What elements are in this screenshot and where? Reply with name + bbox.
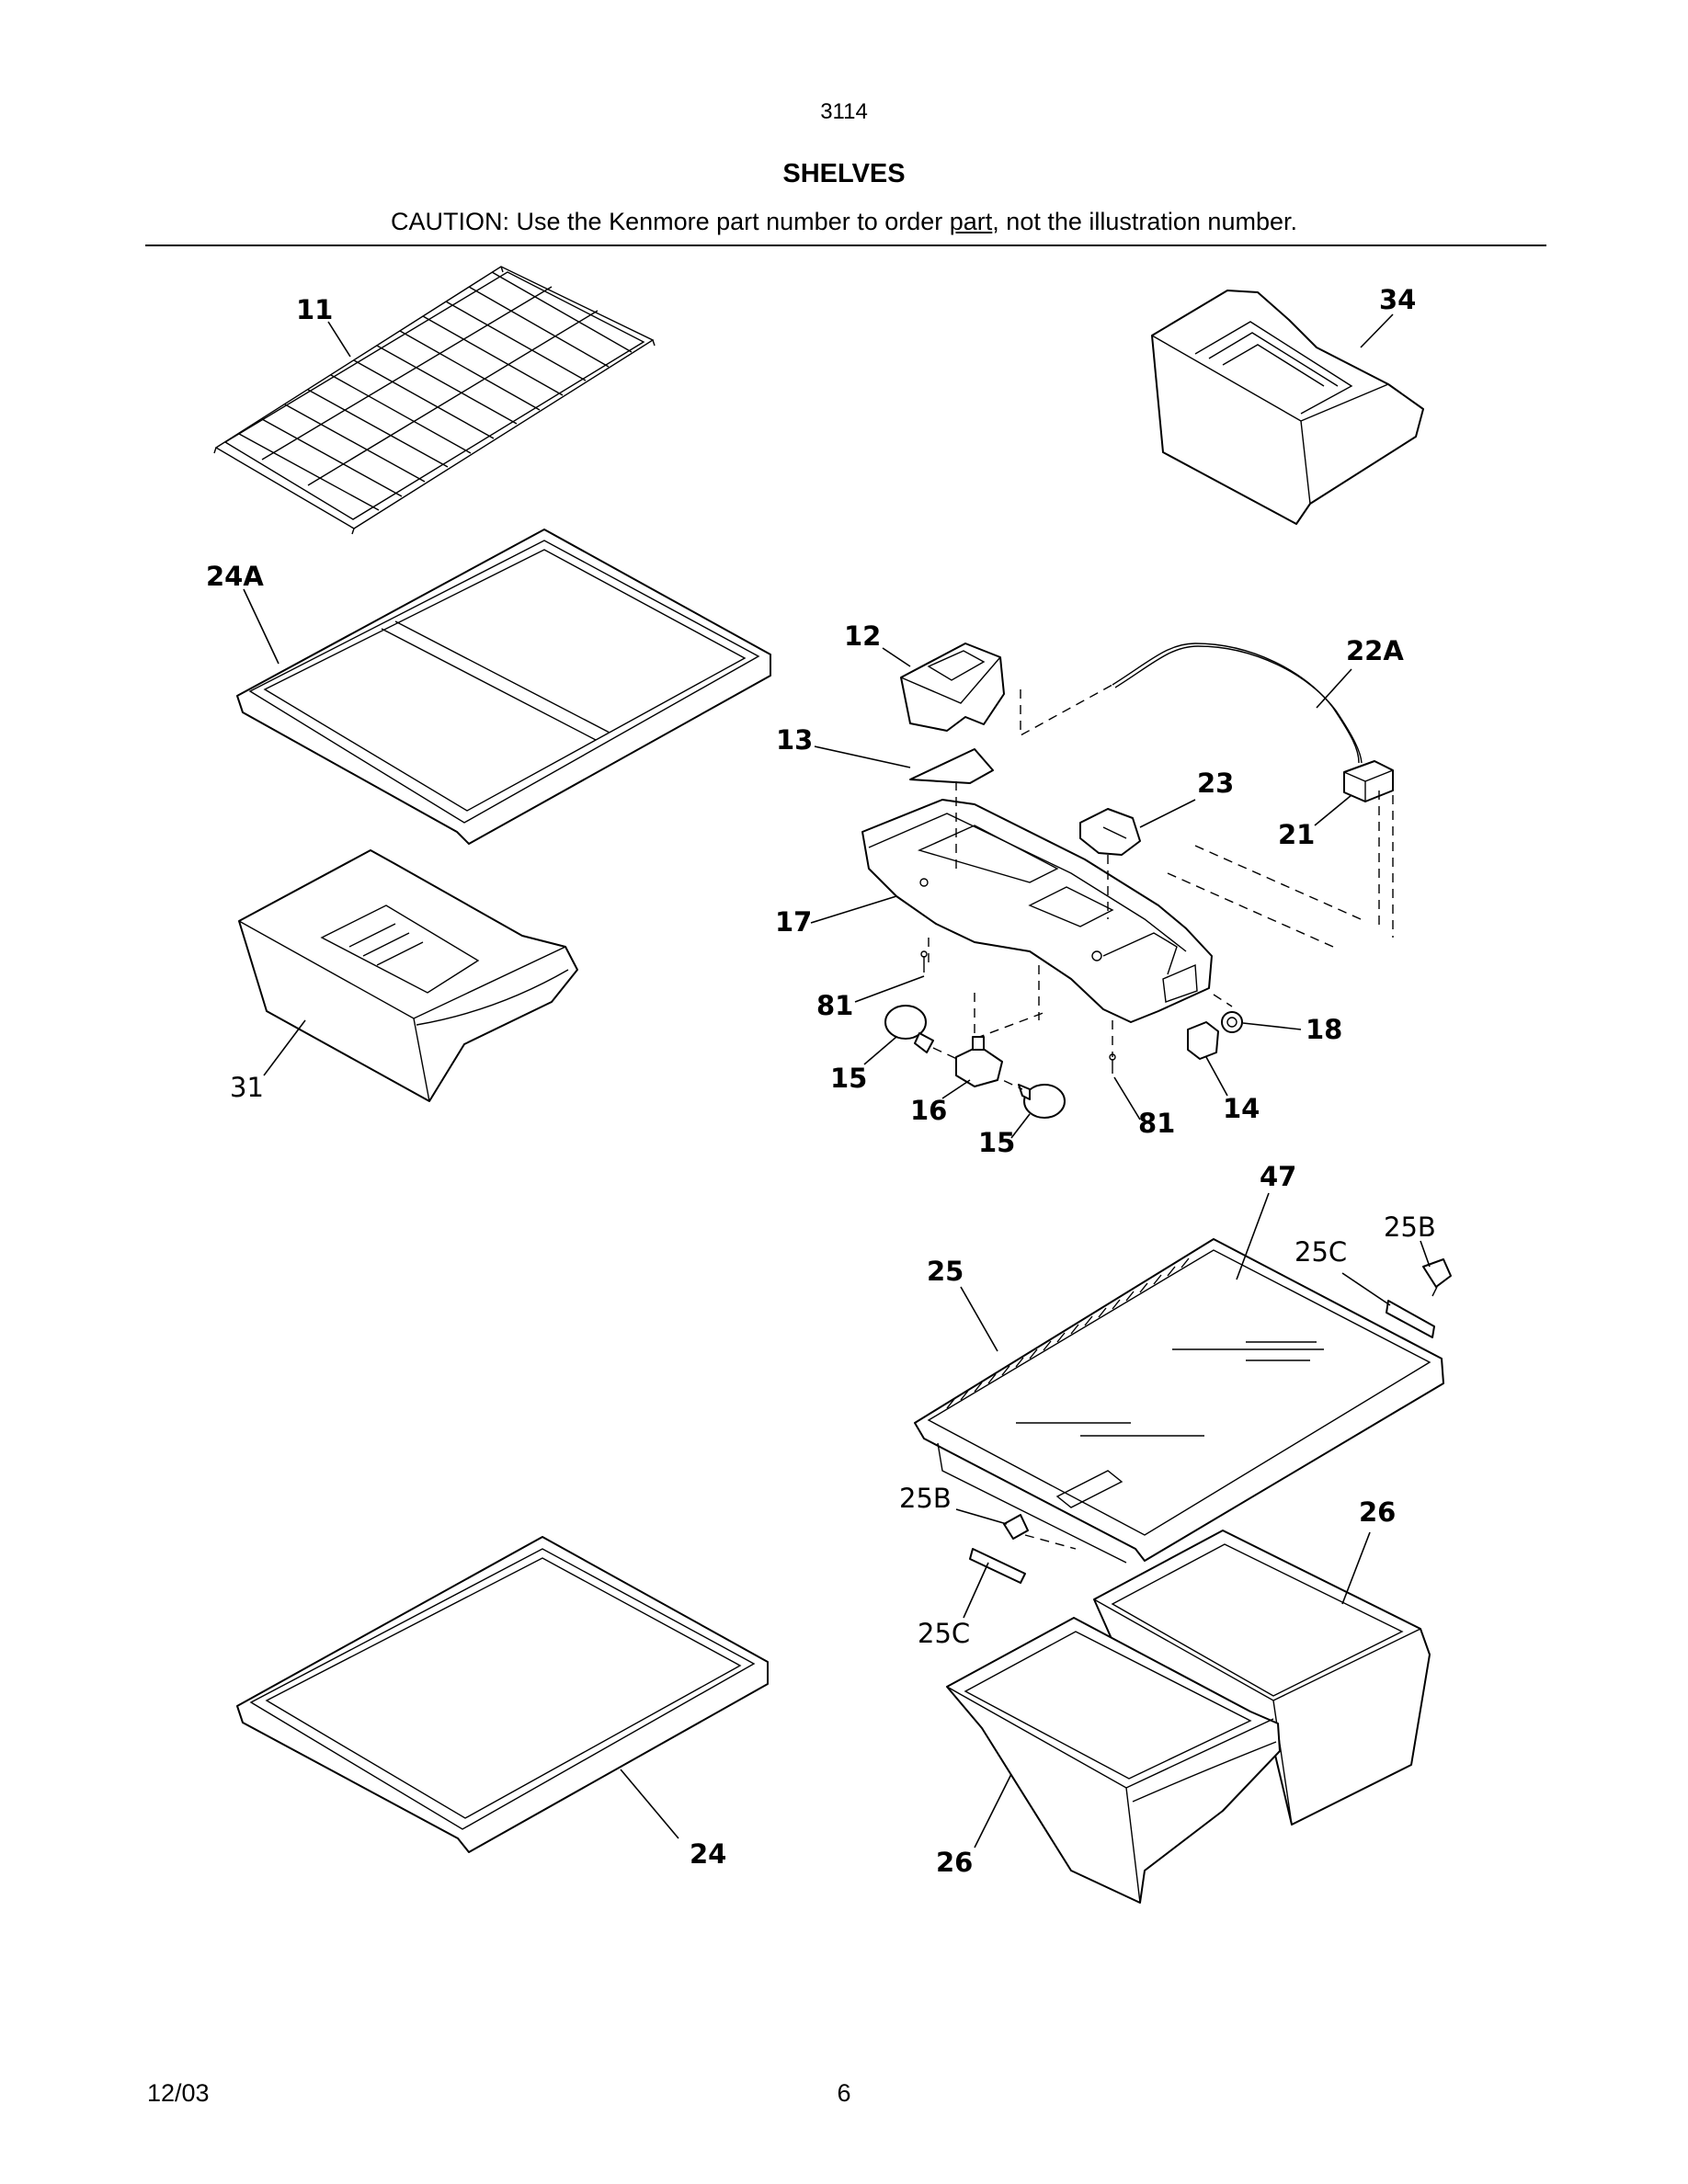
caution-text-end: , not the illustration number. <box>992 208 1297 235</box>
leader-31 <box>263 1019 306 1076</box>
leader-23 <box>1139 799 1196 828</box>
callout-26-top: 26 <box>1359 1496 1396 1528</box>
part-22A-wire-harness <box>1112 643 1363 764</box>
part-31-drawer <box>238 849 578 1102</box>
part-47-glass-insert <box>1016 1341 1324 1437</box>
callout-81-upper: 81 <box>816 990 853 1021</box>
callout-24: 24 <box>690 1838 726 1870</box>
bracket-guide-line <box>1024 1534 1077 1550</box>
callout-11: 11 <box>296 294 333 325</box>
part-14-switch <box>1187 1021 1219 1060</box>
caution-note: CAUTION: Use the Kenmore part number to … <box>0 208 1688 236</box>
assembly-guide-lines <box>928 684 1394 1057</box>
part-25-crisper-cover-frame <box>914 1238 1444 1564</box>
callout-12: 12 <box>844 620 881 652</box>
leader-25 <box>960 1286 998 1352</box>
leader-15-lower <box>1010 1113 1031 1139</box>
part-15-bulb-lower <box>1018 1084 1066 1119</box>
leader-21 <box>1314 794 1352 826</box>
callout-13: 13 <box>776 724 813 756</box>
diagram-number: 3114 <box>820 99 868 124</box>
leader-25B-top <box>1420 1240 1431 1268</box>
part-16-socket <box>955 1036 1003 1087</box>
revision-date: 12/03 <box>147 2079 210 2107</box>
part-17-light-housing <box>861 799 1213 1023</box>
leader-26-top <box>1341 1531 1371 1605</box>
leader-26-bottom <box>974 1773 1012 1848</box>
callout-31: 31 <box>230 1072 264 1103</box>
part-24-glass-shelf <box>236 1536 769 1853</box>
part-81-screw-lower <box>1109 1053 1116 1074</box>
leader-22A <box>1316 668 1352 709</box>
callout-25B-bottom: 25B <box>899 1483 952 1514</box>
part-25B-clip-top <box>1422 1258 1452 1297</box>
part-13-lens <box>909 748 994 784</box>
callout-25C-top: 25C <box>1295 1236 1347 1268</box>
callout-34: 34 <box>1379 284 1416 315</box>
part-25C-bracket-bottom <box>969 1548 1026 1584</box>
part-11-wire-shelf <box>213 266 656 535</box>
leader-47 <box>1236 1192 1270 1280</box>
part-12-light-shield <box>900 643 1005 732</box>
header-rule <box>145 245 1546 246</box>
caution-underlined-word: part <box>949 208 993 235</box>
leader-34 <box>1360 313 1394 348</box>
part-34-bin <box>1151 290 1424 525</box>
callout-23: 23 <box>1197 768 1234 799</box>
callout-22A: 22A <box>1346 635 1404 666</box>
leader-25B-bottom <box>955 1508 1008 1525</box>
leader-11 <box>327 321 351 358</box>
part-15-bulb-upper <box>884 1005 934 1053</box>
leader-16 <box>941 1079 971 1099</box>
part-81-screw-upper <box>920 950 928 973</box>
callout-18: 18 <box>1306 1014 1342 1045</box>
callout-15-upper: 15 <box>830 1063 867 1094</box>
part-26-drawer-front <box>946 1617 1281 1904</box>
leader-81-upper <box>854 975 925 1003</box>
callout-25B-top: 25B <box>1384 1211 1436 1243</box>
page-title: SHELVES <box>782 159 906 188</box>
leader-24A <box>243 588 279 665</box>
leader-17 <box>810 895 897 924</box>
leader-12 <box>882 647 911 667</box>
callout-21: 21 <box>1278 819 1315 850</box>
callout-17: 17 <box>775 906 812 938</box>
callout-15-lower: 15 <box>978 1127 1015 1158</box>
leader-24 <box>620 1769 679 1839</box>
leader-13 <box>814 745 911 768</box>
part-21-connector <box>1343 760 1394 802</box>
callout-25: 25 <box>927 1256 964 1287</box>
leader-15-upper <box>863 1036 897 1065</box>
leader-81-lower <box>1113 1076 1141 1120</box>
callout-81-lower: 81 <box>1138 1108 1175 1139</box>
leader-25C-bottom <box>963 1562 989 1619</box>
callout-14: 14 <box>1223 1093 1260 1124</box>
callout-26-bottom: 26 <box>936 1847 973 1878</box>
callout-24A: 24A <box>206 561 264 592</box>
callout-47: 47 <box>1260 1161 1296 1192</box>
page-number: 6 <box>837 2079 851 2107</box>
leader-14 <box>1205 1056 1228 1097</box>
caution-text-start: CAUTION: Use the Kenmore part number to … <box>391 208 950 235</box>
leader-18 <box>1242 1022 1302 1030</box>
part-25C-bracket-top <box>1386 1300 1435 1338</box>
part-23-switch <box>1079 808 1141 856</box>
leader-25C-top <box>1341 1272 1391 1306</box>
callout-25C-bottom: 25C <box>918 1618 970 1649</box>
part-25B-clip-bottom <box>1003 1514 1029 1540</box>
callout-16: 16 <box>910 1095 947 1126</box>
part-24A-glass-shelf <box>236 529 771 845</box>
part-18-knob <box>1221 1011 1243 1033</box>
